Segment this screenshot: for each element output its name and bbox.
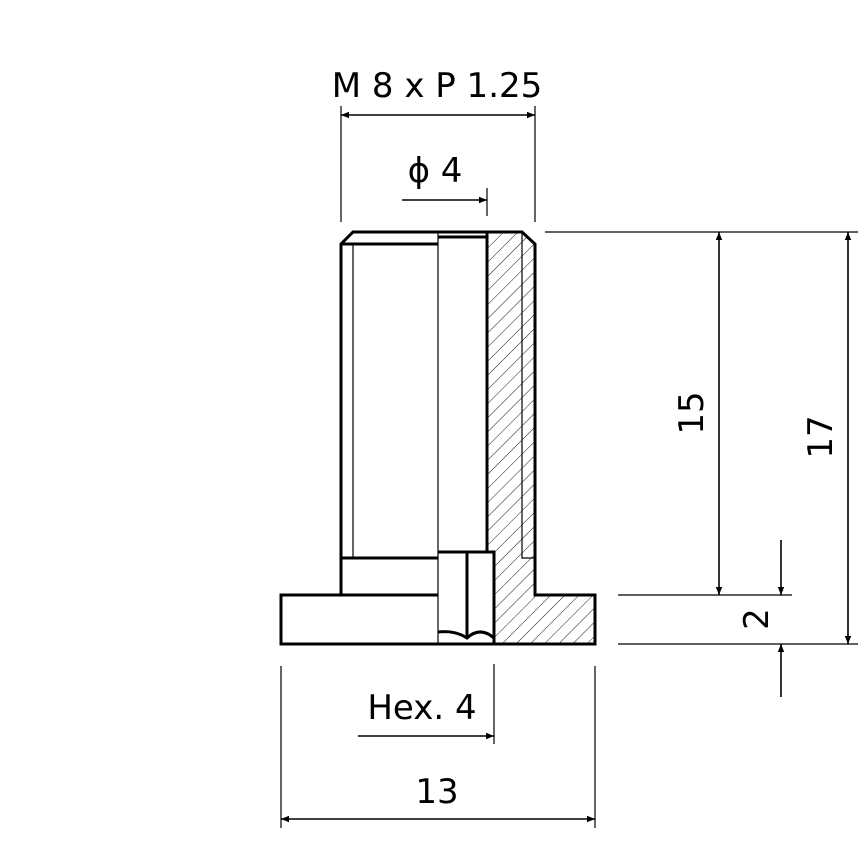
height-17-dimension: 17 (801, 232, 852, 644)
break-line (437, 630, 495, 640)
bore-dimension: ϕ 4 (402, 151, 488, 216)
hex-dimension: Hex. 4 (358, 664, 495, 744)
flange-width-label: 13 (415, 772, 458, 812)
thread-dimension: M 8 x P 1.25 (332, 66, 543, 222)
part-outline (279, 230, 597, 646)
height-15-label: 15 (672, 391, 712, 434)
bore-label: ϕ 4 (408, 151, 463, 191)
flange-thickness-label: 2 (737, 608, 777, 630)
flange-thickness-dimension: 2 (737, 540, 785, 697)
section-hatch (487, 232, 595, 644)
thread-label: M 8 x P 1.25 (332, 66, 543, 106)
height-15-dimension: 15 (672, 232, 723, 595)
hex-label: Hex. 4 (367, 688, 476, 728)
height-17-label: 17 (801, 415, 841, 458)
flange-width-dimension: 13 (280, 666, 596, 828)
